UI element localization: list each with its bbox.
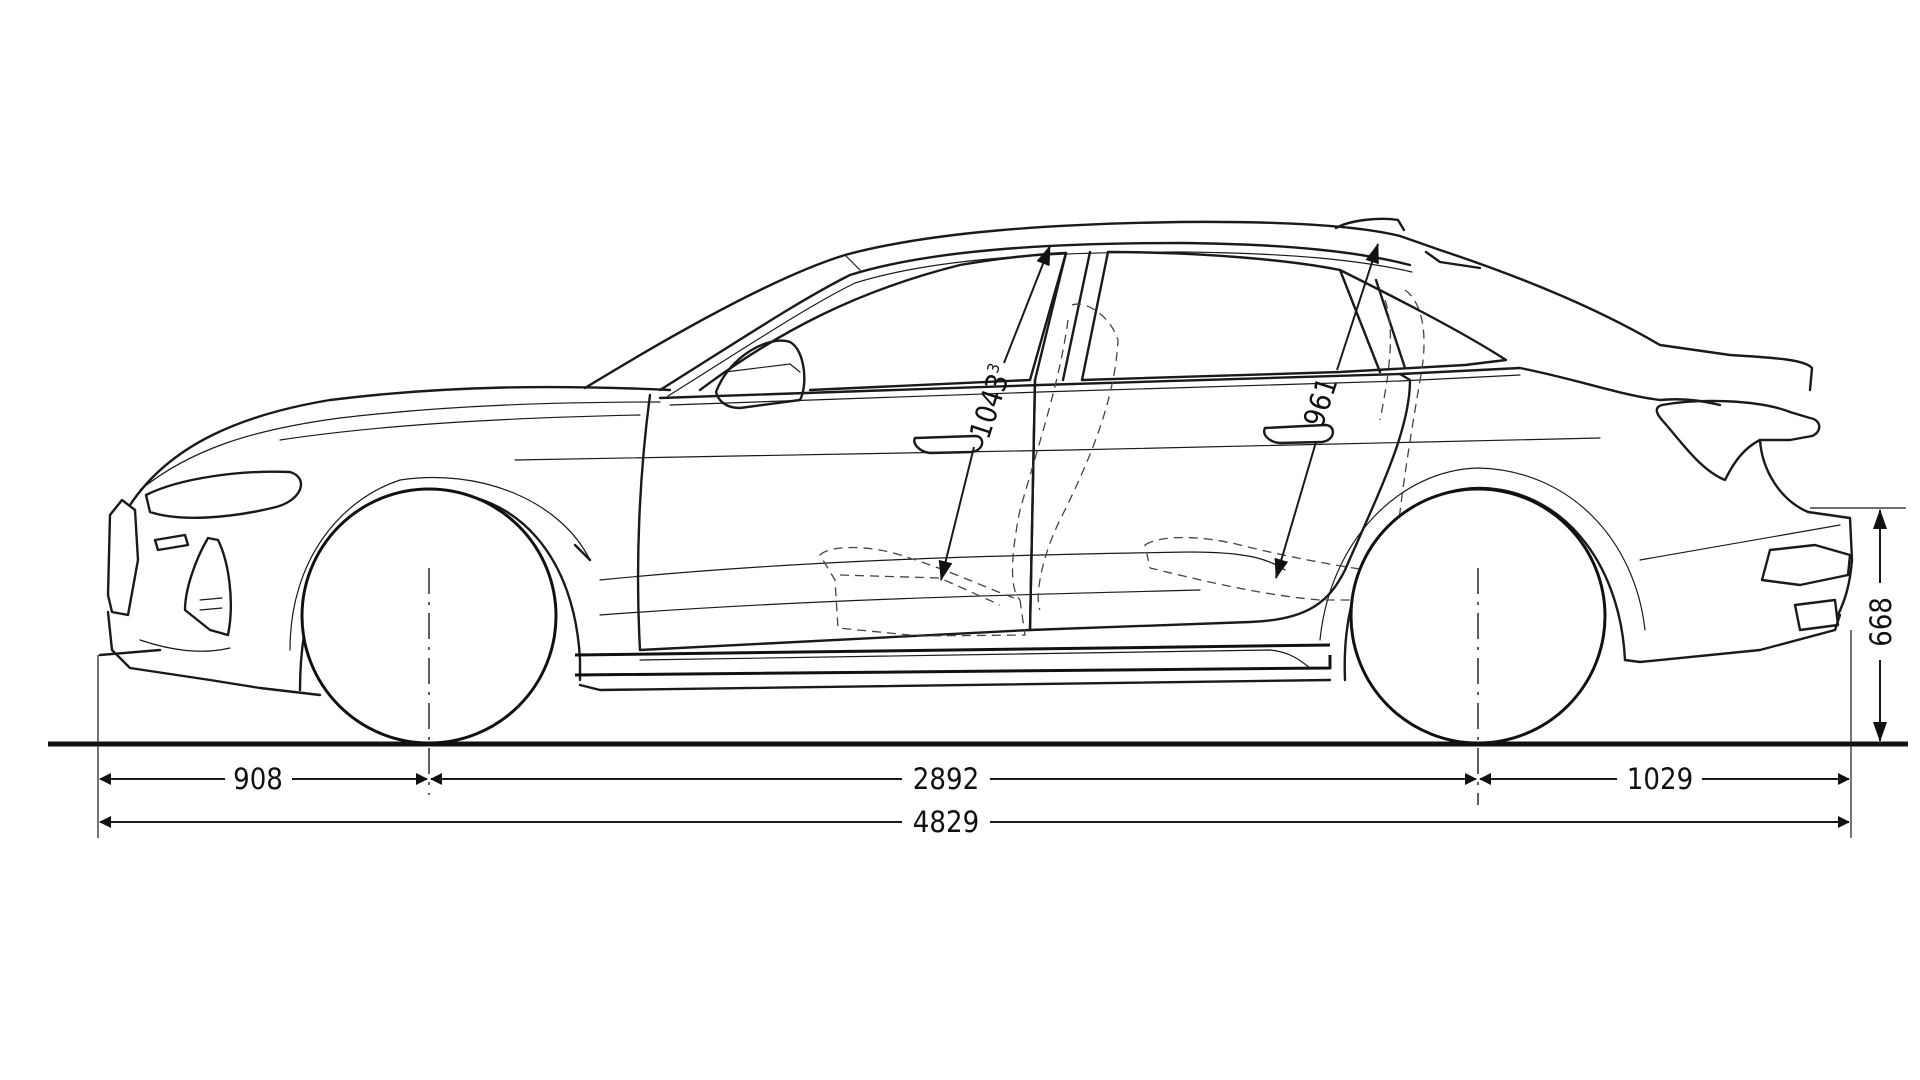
- headlight: [144, 470, 303, 519]
- dimension-sill-height: 668: [1864, 509, 1898, 742]
- rear-quarter: [1518, 366, 1722, 407]
- rear-door: [1028, 372, 1412, 632]
- rear-overhang-label: 1029: [1627, 762, 1693, 796]
- side-sill: [574, 643, 1331, 657]
- front-seat-cushion: [819, 546, 1026, 637]
- dimension-overall-length: 4829: [99, 805, 1850, 839]
- front-seat-backrest: [1037, 303, 1119, 611]
- front-door: [636, 378, 1037, 652]
- dimension-wheelbase: 2892: [430, 762, 1477, 796]
- sill-height-label: 668: [1864, 597, 1898, 647]
- overall-length-label: 4829: [913, 805, 979, 839]
- hood: [128, 385, 672, 507]
- rear-window: [1080, 250, 1508, 382]
- front-window: [698, 251, 1068, 392]
- antenna: [1334, 217, 1406, 232]
- rear-door-handle: [1263, 423, 1335, 445]
- seat-outlines: [819, 289, 1425, 637]
- dimension-rear-overhang: 1029: [1479, 762, 1850, 796]
- beltline: [658, 366, 1522, 400]
- car-body: [98, 217, 1854, 697]
- roofline: [583, 220, 1814, 392]
- grille: [106, 498, 140, 617]
- wheelbase-label: 2892: [913, 762, 979, 796]
- roof-rail: [658, 241, 1412, 392]
- side-mirror: [714, 339, 806, 410]
- rear-diffuser: [1760, 543, 1852, 587]
- rear-headroom-label: 961: [1297, 373, 1345, 431]
- rear-seat-backrest: [1394, 289, 1425, 561]
- b-pillar: [1033, 251, 1068, 382]
- front-door-handle: [913, 434, 984, 455]
- dimension-front-overhang: 908: [99, 762, 428, 796]
- front-bumper: [106, 610, 322, 697]
- exhaust-tip: [1793, 598, 1840, 632]
- taillight: [1655, 399, 1821, 482]
- front-overhang-label: 908: [233, 762, 283, 796]
- front-headroom-label: 10433: [963, 361, 1019, 443]
- front-air-intake: [183, 536, 233, 637]
